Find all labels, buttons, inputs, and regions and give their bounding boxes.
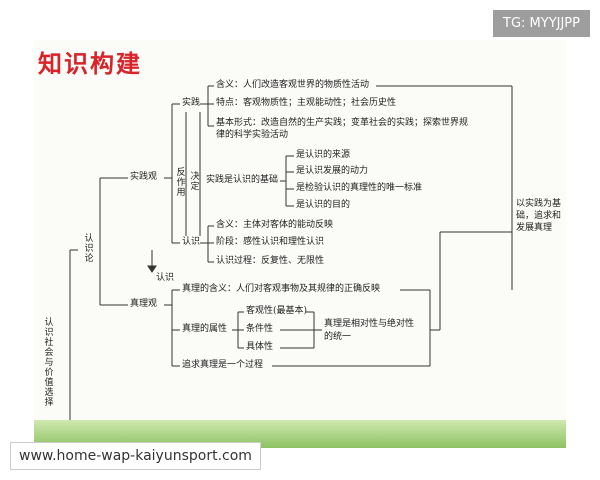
- renshi-jieduan: 阶段：感性认识和理性认识: [216, 237, 325, 247]
- fanzuoyong-label: 反作用: [176, 168, 186, 198]
- right-summary-line2: 础，追求和: [516, 211, 562, 221]
- zhuiqiu-node: 追求真理是一个过程: [182, 360, 264, 370]
- renshi-hanyi: 含义：主体对客体的能动反映: [216, 220, 334, 230]
- right-summary-line3: 发展真理: [516, 223, 553, 233]
- renshilun-node: 认识论: [84, 234, 94, 264]
- shijian-jiben-line1: 基本形式：改造自然的生产实践；变革社会的实践；探索世界规: [216, 118, 469, 128]
- jueding-label: 决定: [190, 172, 200, 192]
- shijian-node: 实践: [182, 98, 201, 108]
- renshi-guocheng: 认识过程：反复性、无限性: [216, 256, 325, 266]
- xiangdui-line1: 真理是相对性与绝对性: [324, 319, 415, 329]
- footer-url: www.home-wap-kaiyunsport.com: [10, 442, 261, 470]
- renshi-arrow-label: 认识: [156, 273, 175, 283]
- right-summary-line1: 以实践为基: [516, 199, 562, 209]
- xiangdui-line2: 的统一: [324, 332, 352, 342]
- shijian-jiben-line2: 律的科学实验活动: [216, 130, 289, 140]
- jichu-item-1: 是认识的来源: [296, 150, 351, 160]
- shijianguan-node: 实践观: [130, 172, 158, 182]
- jichu-node: 实践是认识的基础: [206, 175, 279, 185]
- shuxing-tiaojian: 条件性: [246, 324, 274, 334]
- zhenli-shuxing: 真理的属性: [182, 324, 228, 334]
- zhenli-hanyi: 真理的含义：人们对客观事物及其规律的正确反映: [182, 284, 381, 294]
- watermark-tag: TG: MYYJJPP: [493, 10, 590, 37]
- renshi-node: 认识: [182, 237, 201, 247]
- shuxing-juti: 具体性: [246, 342, 274, 352]
- shijian-hanyi: 含义：人们改造客观世界的物质性活动: [216, 80, 370, 90]
- root-node: 认识社会与价值选择: [44, 318, 54, 408]
- zhenliguan-node: 真理观: [130, 299, 158, 309]
- shuxing-keguan: 客观性(最基本): [246, 306, 308, 316]
- diagram-canvas: [34, 40, 566, 448]
- shijian-tedian: 特点：客观物质性；主观能动性；社会历史性: [216, 98, 397, 108]
- page-title: 知识构建: [38, 50, 142, 78]
- jichu-item-4: 是认识的目的: [296, 200, 351, 210]
- jichu-item-3: 是检验认识的真理性的唯一标准: [296, 183, 423, 193]
- jichu-item-2: 是认识发展的动力: [296, 166, 369, 176]
